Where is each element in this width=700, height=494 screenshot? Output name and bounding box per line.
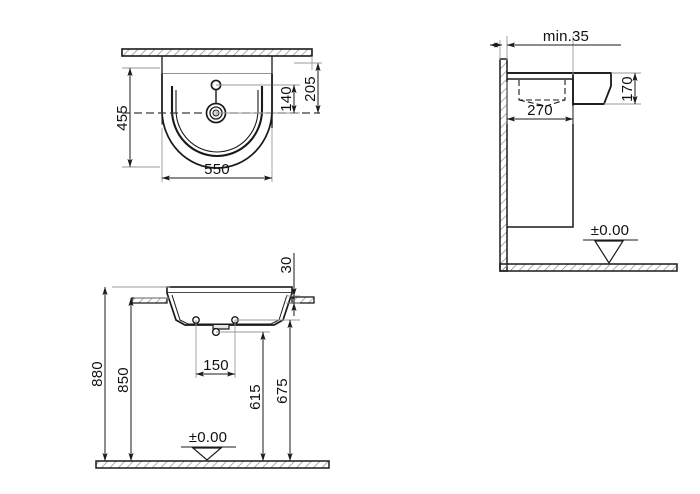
plan-wall-band [121, 48, 313, 57]
side-support-outline [507, 78, 574, 228]
dimension-615-label: 615 [247, 384, 264, 410]
dimension-150: 150 [195, 357, 236, 377]
dimension-270: 270 [506, 102, 574, 122]
dimension-min35: min.35 [489, 28, 621, 48]
datum-marker-side: ±0.00 [583, 222, 638, 265]
front-elevation-view: 30 880 850 150 615 675 ±0.00 [89, 253, 330, 469]
datum-side-label: ±0.00 [591, 222, 629, 239]
dimension-850-label: 850 [115, 367, 132, 393]
dimension-205: 205 [294, 62, 322, 114]
dimension-675-label: 675 [274, 378, 291, 404]
dimension-150-label: 150 [203, 357, 229, 374]
side-hidden-bowl [518, 80, 566, 107]
datum-marker-front: ±0.00 [181, 429, 236, 461]
dimension-170-label: 170 [619, 76, 636, 102]
datum-front-label: ±0.00 [189, 429, 227, 446]
dimension-270-label: 270 [527, 102, 553, 119]
dimension-min35-label: min.35 [543, 28, 589, 45]
front-floor [95, 460, 330, 469]
dimension-170: 170 [619, 72, 638, 105]
dimension-675: 675 [274, 319, 293, 462]
dimension-205-label: 205 [302, 76, 319, 102]
plan-view: 455 550 140 205 [114, 48, 322, 182]
dimension-455: 455 [114, 67, 133, 168]
side-wall [499, 58, 508, 272]
dimension-550-label: 550 [204, 161, 230, 178]
dimension-550: 550 [161, 161, 273, 181]
dimension-140: 140 [278, 84, 297, 114]
dimension-615: 615 [247, 331, 266, 462]
dimension-880: 880 [89, 286, 108, 462]
dimension-140-label: 140 [278, 86, 295, 112]
dimension-455-label: 455 [114, 105, 131, 131]
dimension-850: 850 [115, 297, 134, 462]
dimension-30: 30 [278, 253, 297, 316]
dimension-30-label: 30 [278, 256, 295, 273]
side-floor [499, 263, 678, 272]
dimension-880-label: 880 [89, 361, 106, 387]
side-view: min.35 270 170 ±0.00 [489, 28, 678, 272]
